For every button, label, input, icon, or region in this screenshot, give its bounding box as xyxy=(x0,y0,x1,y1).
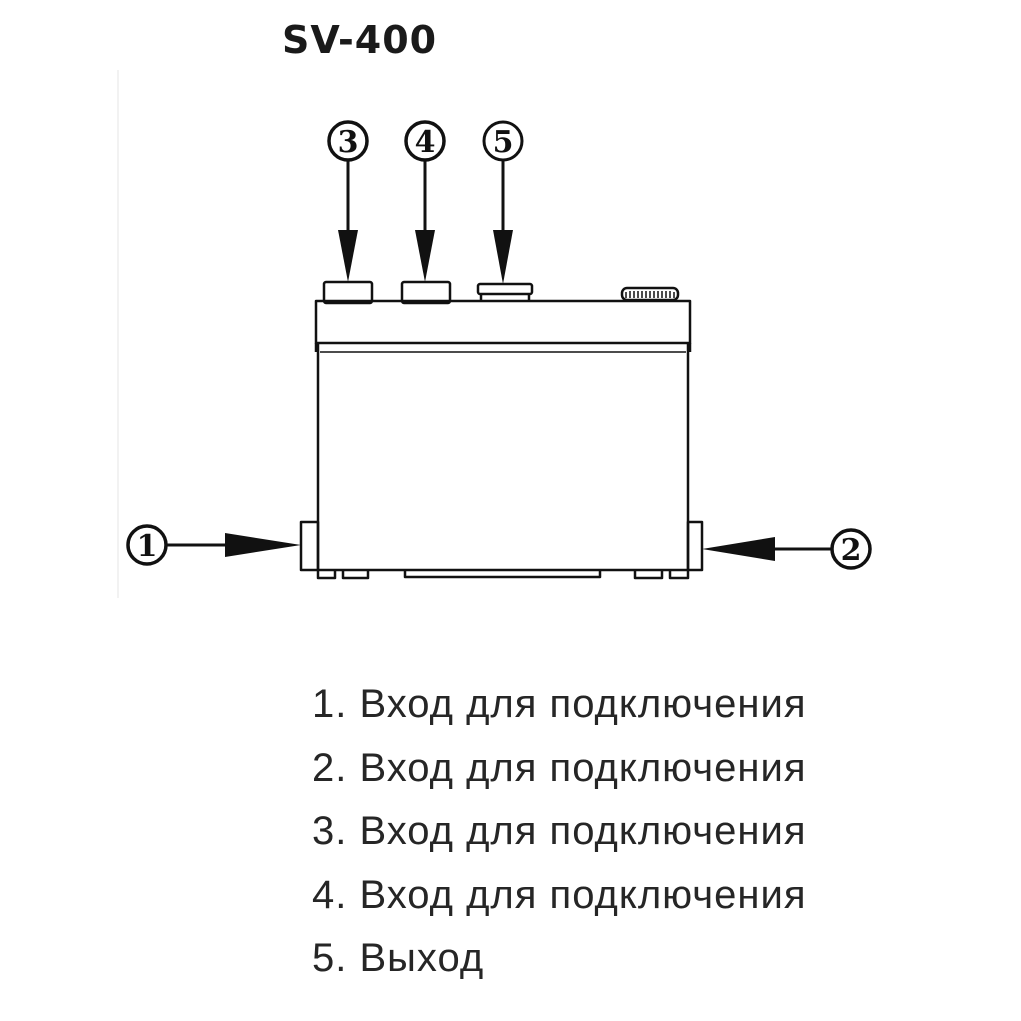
legend-item-4: 4. Вход для подключения xyxy=(312,872,807,917)
pump-unit xyxy=(299,280,704,580)
outlet-5-connector xyxy=(476,282,534,296)
callout-5 xyxy=(482,120,524,284)
callout-2 xyxy=(702,528,872,570)
callout-3-number: 3 xyxy=(338,125,359,160)
body xyxy=(316,343,690,572)
callout-2-number: 2 xyxy=(841,533,862,568)
callout-5-number: 5 xyxy=(493,125,514,160)
legend-list: 1. Вход для подключения 2. Вход для подк… xyxy=(312,676,806,994)
legend-item-1: 1. Вход для подключения xyxy=(312,682,807,726)
callout-1 xyxy=(126,524,301,566)
legend-item-5: 5. Выход xyxy=(312,936,485,980)
callout-4-number: 4 xyxy=(415,125,436,160)
inlet-2-connector xyxy=(686,520,704,572)
callout-1-number: 1 xyxy=(137,529,158,564)
inlet-1-connector xyxy=(299,520,320,572)
callout-3 xyxy=(327,120,369,282)
legend-item-3: 3. Вход для подключения xyxy=(312,809,807,853)
pump-diagram: 3 4 5 1 2 xyxy=(117,70,872,598)
inlet-4-connector xyxy=(400,280,452,305)
callout-4 xyxy=(404,120,446,282)
lid xyxy=(314,299,692,345)
diagram-title: SV-400 xyxy=(282,18,438,62)
legend-item-2: 2. Вход для подключения xyxy=(312,745,807,790)
